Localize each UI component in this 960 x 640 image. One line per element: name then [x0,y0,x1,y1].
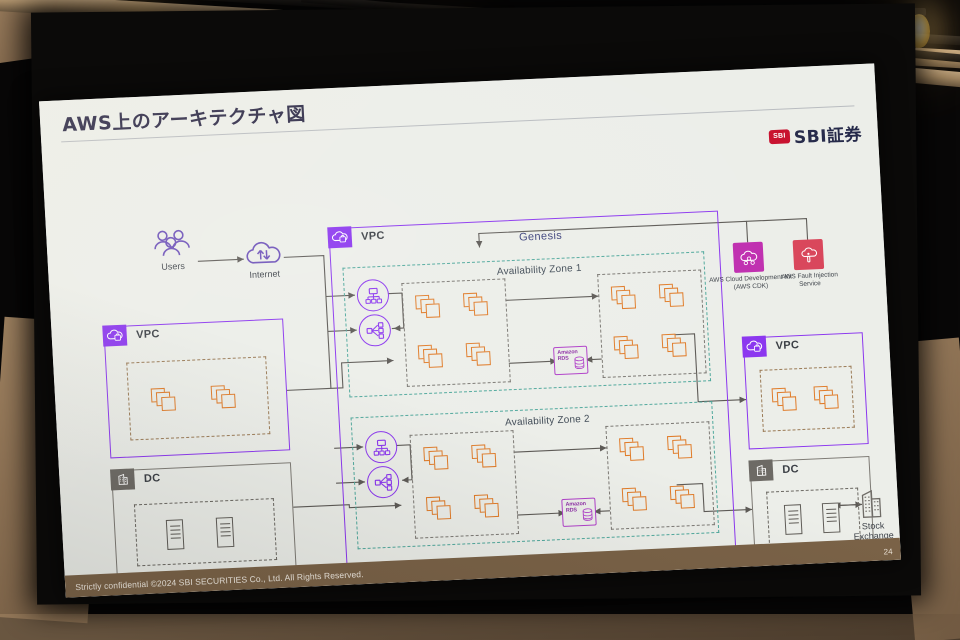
ec2-instance-stack [465,342,493,367]
ec2-instance-stack [473,494,501,519]
amazon-rds-icon: Amazon RDS [561,497,597,527]
load-balancer-icon [364,430,399,464]
ec2-instance-stack [417,344,445,369]
ec2-instance-stack [813,385,841,410]
ec2-instance-stack [150,387,178,412]
dc-left-label: DC [143,472,161,485]
rds-label-line2: RDS [557,355,569,362]
ec2-instance-stack [210,385,238,410]
wall-panel-bottom [0,614,960,640]
az2-app-tier-subnet [605,421,715,530]
ec2-instance-stack [661,333,688,358]
ec2-instance-stack [666,435,694,460]
datacenter-building-icon [110,468,136,491]
dc-right-group: DC [748,456,875,560]
vpc-main-label: VPC [360,229,386,243]
ec2-instance-stack [462,292,490,317]
vpc-main-group: VPC [327,210,737,576]
internet-cloud-icon [243,240,284,268]
users-label: Users [161,260,186,272]
vpc-right-label: VPC [775,338,800,353]
load-balancer-icon [356,278,390,313]
page-number: 24 [883,547,893,557]
vpc-main-label-row: VPC [327,225,386,249]
ec2-instance-stack [619,437,646,462]
dc-right-label-row: DC [748,459,800,482]
vpc-cloud-lock-icon [327,226,353,249]
ec2-instance-stack [771,387,799,412]
vpc-right-label-row: VPC [742,335,800,359]
ec2-instance-stack [658,283,686,308]
vpc-left-group: VPC [102,318,291,459]
ec2-instance-stack [610,285,638,310]
vpc-left-subnet [126,356,271,441]
dc-left-group: DC [110,462,297,583]
aws-cdk-icon [732,241,765,273]
dc-left-label-row: DC [110,468,161,491]
ec2-instance-stack [423,446,450,471]
server-icon [165,519,185,550]
connector-lines [197,218,862,517]
presentation-slide: AWS上のアーキテクチャ図 SBI SBI証券 [38,63,902,598]
server-icon [215,516,235,548]
vpc-cloud-lock-icon [742,335,768,359]
genesis-label: Genesis [518,229,563,244]
ec2-instance-stack [669,485,697,510]
ec2-instance-stack [425,496,453,521]
projector-screen-surface: AWS上のアーキテクチャ図 SBI SBI証券 [38,63,902,598]
vpc-left-label-row: VPC [102,324,161,348]
vpc-cloud-lock-icon [102,324,128,348]
architecture-diagram: Users Internet [39,63,901,597]
rds-label-line2: RDS [565,507,578,514]
network-router-icon [358,313,392,348]
ec2-instance-stack [471,444,498,469]
az1-web-tier-subnet [401,278,511,387]
users-icon [150,228,193,258]
vpc-left-label: VPC [135,327,161,342]
network-router-icon [366,465,400,499]
vpc-right-subnet [759,365,855,432]
dc-right-label: DC [782,463,800,476]
dc-left-rack-area [133,498,278,567]
ec2-instance-stack [415,294,442,319]
az2-web-tier-subnet [409,430,520,539]
aws-fault-injection-icon [792,238,825,271]
vpc-right-group: VPC [742,332,869,450]
datacenter-building-icon [748,459,774,482]
ec2-instance-stack [613,335,641,360]
ec2-instance-stack [621,487,649,512]
amazon-rds-icon: Amazon RDS [553,345,589,376]
lamp-cap-4 [912,8,926,16]
building-icon [857,485,885,519]
server-icon [783,504,803,535]
